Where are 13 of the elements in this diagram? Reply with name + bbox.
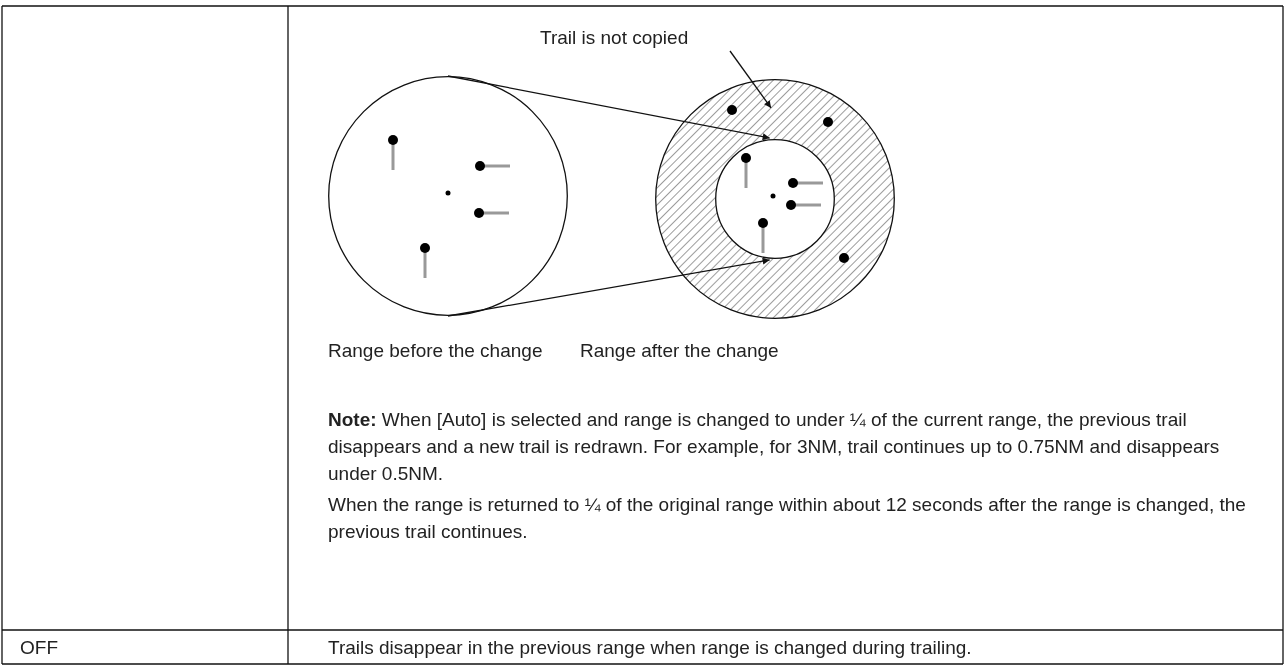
leader-arrow xyxy=(729,50,772,109)
range-circle xyxy=(655,79,895,319)
range-circle xyxy=(328,76,568,316)
zoom-arrow xyxy=(447,75,771,141)
setting-text: OFF xyxy=(20,636,59,660)
range-caption: Range after the change xyxy=(580,339,779,363)
callout-text: Trail is not copied xyxy=(540,24,730,51)
description-text: Trails disappear in the previous range when range is changed during trailing. xyxy=(328,636,973,660)
note-text: When the range is returned to ¼ of the original range within about 12 seconds after the range is changed, the previous trail continues. xyxy=(328,493,1247,544)
zoom-arrow xyxy=(447,257,771,317)
range-caption: Range before the change xyxy=(328,339,543,363)
inner-range-circle xyxy=(715,139,835,259)
note-text: Note: When [Auto] is selected and range is changed to under ¼ of the current range, the previous trail disappears and a new trail is redrawn. For example, for 3NM, trail continues up to 0.75NM and disappears under 0.5NM. xyxy=(328,408,1221,486)
